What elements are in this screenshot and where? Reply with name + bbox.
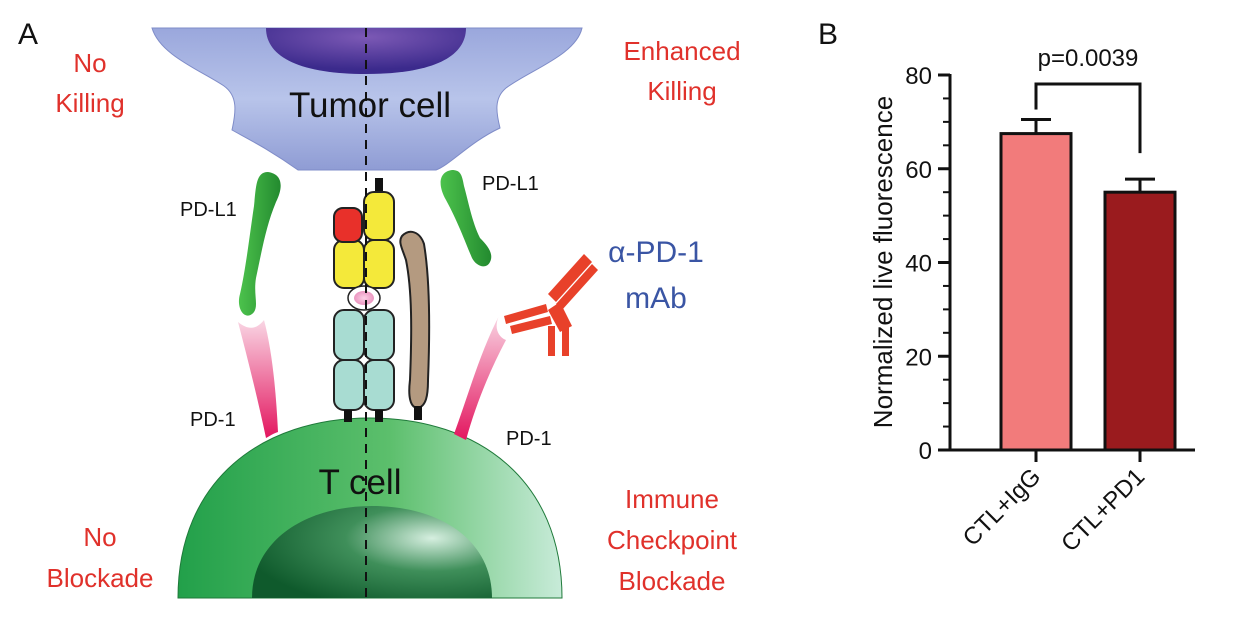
- panel-a: A Tumor cell T cell: [18, 18, 741, 599]
- t-cell-nucleus: [252, 506, 492, 598]
- p-value-label: p=0.0039: [1038, 45, 1139, 72]
- t-cell: T cell: [177, 417, 563, 599]
- label-pd1-left: PD-1: [190, 409, 236, 431]
- y-tick-label-60: 60: [905, 157, 932, 184]
- pdl1-left-icon: [238, 172, 281, 316]
- label-enhanced-killing-line2: Killing: [647, 76, 716, 106]
- label-icb-line2: Checkpoint: [607, 525, 738, 555]
- peptide-core: [354, 291, 374, 305]
- label-antibody-line1: α-PD-1: [608, 236, 704, 269]
- label-no-blockade-line2: Blockade: [47, 563, 154, 593]
- label-pdl1-left: PD-L1: [180, 199, 237, 221]
- y-tick-label-0: 0: [919, 438, 932, 465]
- y-tick-label-80: 80: [905, 63, 932, 90]
- label-no-killing-line1: No: [73, 48, 106, 78]
- label-no-killing-line2: Killing: [55, 88, 124, 118]
- co-receptor-stalk: [414, 406, 422, 420]
- t-cell-label: T cell: [319, 463, 402, 502]
- y-axis-label: Normalized live fluorescence: [868, 96, 898, 428]
- y-tick-label-40: 40: [905, 251, 932, 278]
- label-antibody-line2: mAb: [625, 282, 687, 315]
- panel-a-letter: A: [18, 18, 38, 51]
- x-tick-label-CTL+IgG: CTL+IgG: [958, 463, 1046, 551]
- label-enhanced-killing-line1: Enhanced: [623, 36, 740, 66]
- label-no-blockade-line1: No: [83, 522, 116, 552]
- bar-CTL+IgG: [999, 132, 1073, 452]
- x-tick-label-CTL+PD1: CTL+PD1: [1056, 463, 1150, 557]
- tumor-cell-label: Tumor cell: [289, 86, 451, 125]
- y-tick-label-20: 20: [905, 344, 932, 371]
- label-icb-line3: Blockade: [619, 566, 726, 596]
- label-pdl1-right: PD-L1: [482, 173, 539, 195]
- mhc-complex: [333, 178, 395, 289]
- label-icb-line1: Immune: [625, 484, 719, 514]
- pd1-left-icon: [238, 320, 278, 438]
- tcr-complex: [333, 309, 395, 422]
- pd1-right-icon: [454, 314, 506, 440]
- co-receptor-icon: [399, 230, 431, 410]
- anti-pd1-antibody-icon: [504, 254, 598, 356]
- label-pd1-right: PD-1: [506, 428, 552, 450]
- pdl1-right-icon: [440, 170, 492, 267]
- bar-CTL+PD1: [1103, 190, 1177, 452]
- panel-b-letter: B: [818, 18, 838, 51]
